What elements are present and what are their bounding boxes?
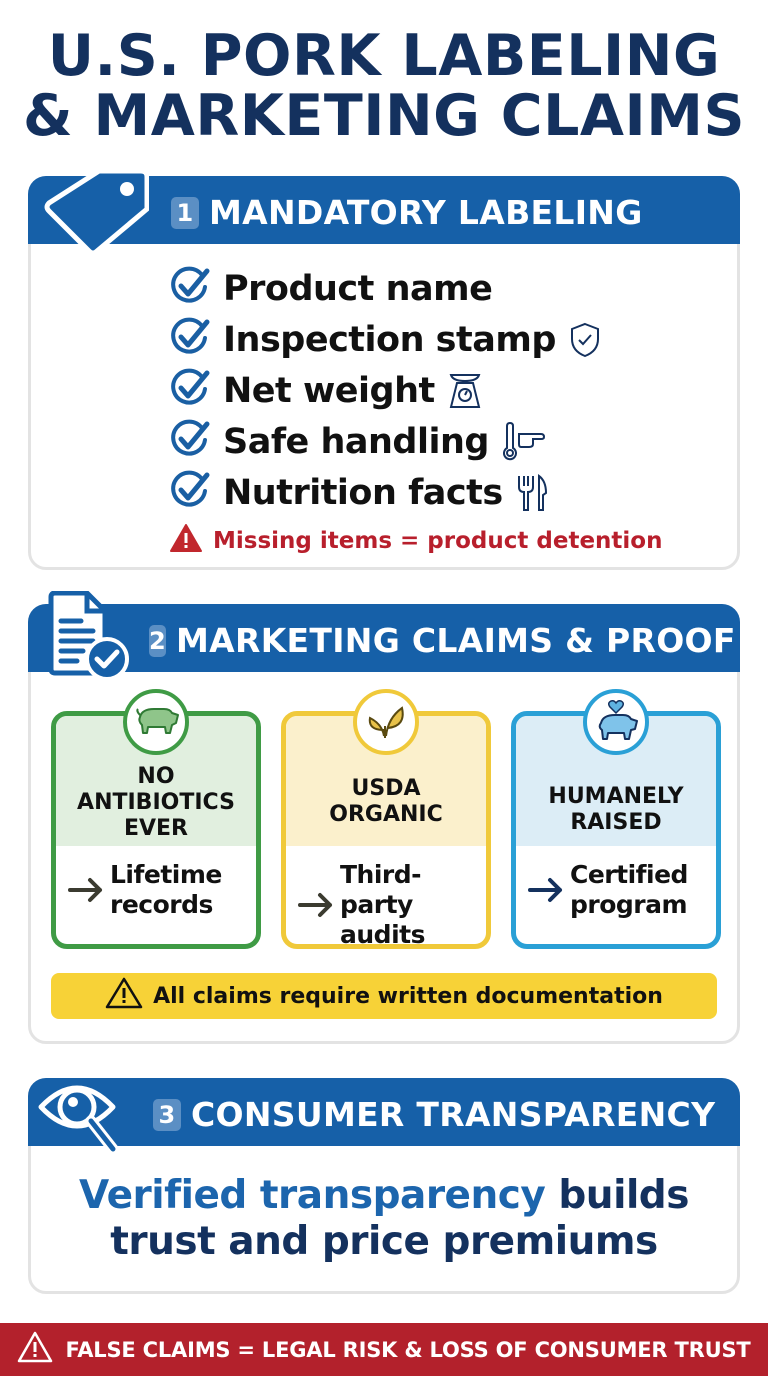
title-line-1: U.S. PORK LABELING [47,23,721,89]
section-header [28,604,740,672]
section-title: CONSUMER TRANSPARENCY [191,1095,716,1134]
transparency-statement: Verified transparency builds trust and p… [31,1173,737,1265]
warning-text: Missing items = product detention [213,528,663,554]
checklist-label: Inspection stamp [223,319,556,360]
warning-triangle-icon [105,977,153,1015]
warning-triangle-icon [169,523,213,559]
section-title: MANDATORY LABELING [209,193,643,232]
statement-highlight: Verified transparency [79,1173,546,1218]
shield-check-icon [568,321,602,359]
checklist-item: Product name [169,263,602,314]
check-circle-icon [169,469,211,516]
checklist-item: Inspection stamp [169,314,602,365]
fork-knife-icon [515,473,549,513]
title-line-2: & MARKETING CLAIMS [22,83,746,149]
warning-triangle-icon [17,1331,65,1368]
banner-text: All claims require written documentation [153,983,663,1009]
eye-magnifier-icon [37,1073,147,1162]
pig-heart-icon [583,689,649,755]
arrow-right-icon [298,892,334,918]
checklist-label: Safe handling [223,421,489,462]
section-heading: 1 MANDATORY LABELING [171,193,727,232]
section-number-badge: 2 [149,624,166,657]
claim-card-humanely-raised: HUMANELY RAISED Certified program [511,711,721,949]
claim-title: HUMANELY RAISED [548,784,684,835]
section-number-badge: 3 [153,1098,181,1131]
thermometer-hand-icon [501,421,547,462]
scale-icon [447,371,483,411]
checklist-label: Net weight [223,370,435,411]
leaf-icon [353,689,419,755]
section-heading: 2 MARKETING CLAIMS & PROOF [149,621,735,660]
claim-title: NO ANTIBIOTICS EVER [77,764,235,841]
arrow-right-icon [528,877,564,903]
claim-proof: Third-party audits [340,860,425,949]
check-circle-icon [169,265,211,312]
section-marketing-claims: 2 MARKETING CLAIMS & PROOF NO ANTIBIOTIC… [28,590,740,1044]
claim-proof: Lifetime records [110,860,222,919]
arrow-right-icon [68,877,104,903]
claim-title: USDA ORGANIC [329,776,443,827]
section-header [28,1078,740,1146]
checklist-item: Net weight [169,365,602,416]
checklist-label: Nutrition facts [223,472,503,513]
section-title: MARKETING CLAIMS & PROOF [176,621,736,660]
pig-icon [123,689,189,755]
section-heading: 3 CONSUMER TRANSPARENCY [153,1095,727,1134]
document-check-icon [41,590,133,688]
check-circle-icon [169,316,211,363]
claim-proof: Certified program [570,860,688,919]
footer-warning-bar: FALSE CLAIMS = LEGAL RISK & LOSS OF CONS… [0,1323,768,1376]
page-title: U.S. PORK LABELING & MARKETING CLAIMS [0,26,768,146]
statement-line-2: trust and price premiums [110,1219,658,1264]
checklist-item: Nutrition facts [169,467,602,518]
section-mandatory-labeling: 1 MANDATORY LABELING Product name Inspec… [28,168,740,570]
footer-text: FALSE CLAIMS = LEGAL RISK & LOSS OF CONS… [65,1337,751,1362]
missing-items-warning: Missing items = product detention [169,523,662,559]
mandatory-checklist: Product name Inspection stamp Net weight [169,263,602,518]
check-circle-icon [169,418,211,465]
checklist-item: Safe handling [169,416,602,467]
documentation-banner: All claims require written documentation [51,973,717,1019]
price-tag-icon [39,165,150,262]
section-consumer-transparency: 3 CONSUMER TRANSPARENCY Verified transpa… [28,1078,740,1294]
checklist-label: Product name [223,268,493,309]
section-number-badge: 1 [171,196,199,229]
check-circle-icon [169,367,211,414]
statement-text: builds [545,1173,689,1218]
